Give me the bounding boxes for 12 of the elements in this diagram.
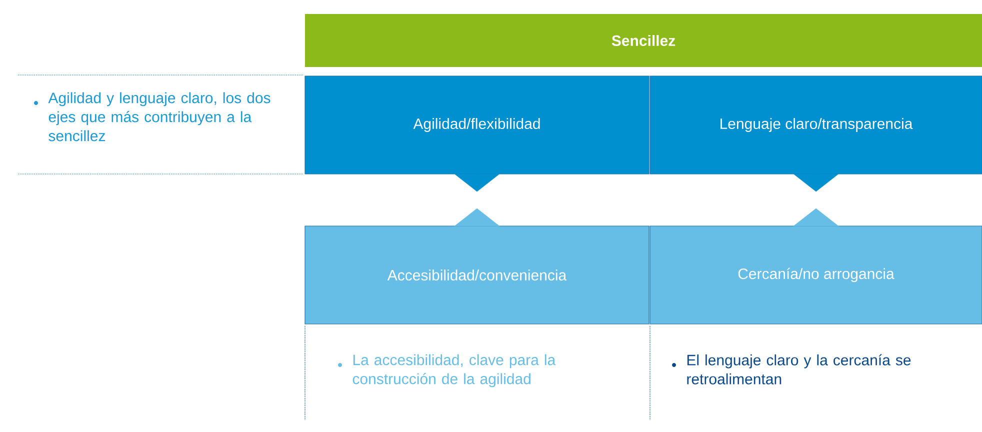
header-bar: Sencillez: [305, 14, 982, 67]
chevron-arrow: [454, 174, 500, 192]
note-text: La accesibilidad, clave para la construcción de la agilidad: [352, 354, 556, 388]
note-text: El lenguaje claro y la cercanía se retroalimentan: [687, 354, 911, 384]
note-text: Agilidad y lenguaje claro, los dos ejes que más contribuyen a la sencillez: [48, 92, 270, 142]
category-box: Accesibilidad/conveniencia: [304, 226, 650, 324]
chevron-arrow: [793, 174, 839, 192]
chevron-arrow: [793, 208, 839, 226]
category-box: Agilidad/flexibilidad: [304, 76, 650, 174]
category-box: Cercanía/no arrogancia: [650, 226, 982, 324]
chevron-arrow: [454, 208, 500, 226]
category-box: Lenguaje claro/transparencia: [650, 76, 982, 174]
